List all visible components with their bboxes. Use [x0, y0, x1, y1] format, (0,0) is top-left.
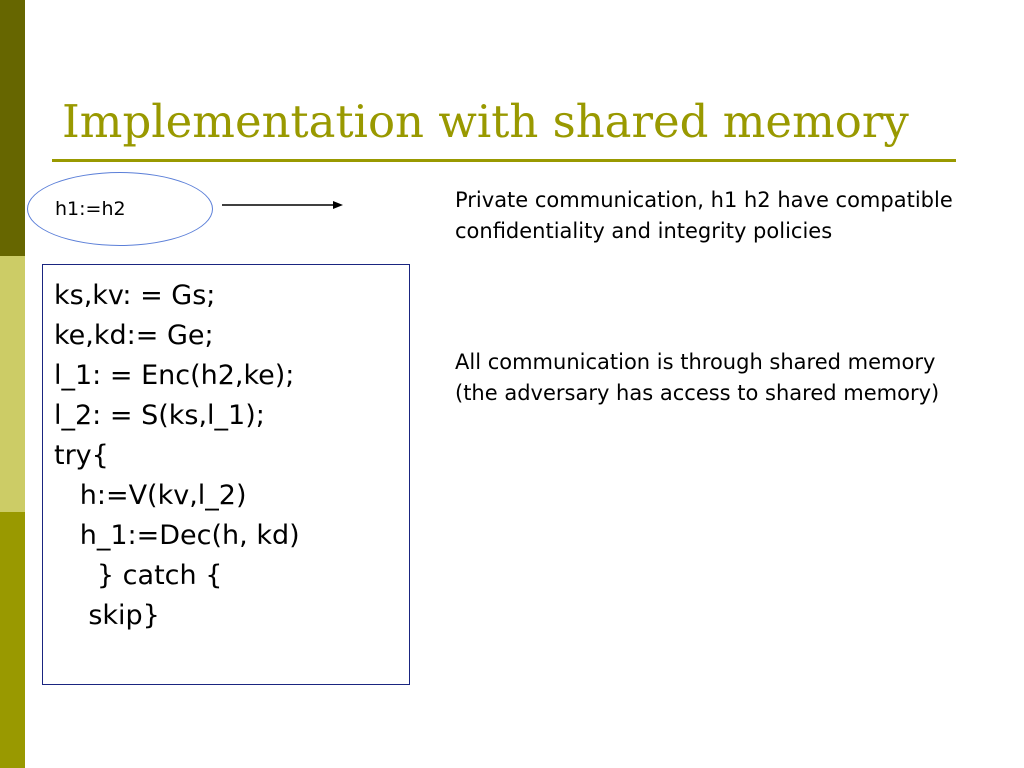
code-box: [42, 264, 410, 685]
sidebar-band-top: [0, 0, 25, 256]
code-line: ks,kv: = Gs;: [54, 280, 216, 311]
sidebar-band-middle: [0, 256, 25, 512]
note-shared-memory: All communication is through shared memo…: [455, 350, 940, 405]
sidebar-band-bottom: [0, 512, 25, 768]
code-line: ke,kd:= Ge;: [54, 320, 214, 351]
code-line: h:=V(kv,l_2): [54, 480, 247, 511]
code-line: skip}: [54, 600, 160, 631]
code-line: l_2: = S(ks,l_1);: [54, 400, 265, 431]
code-line: h_1:=Dec(h, kd): [54, 520, 300, 551]
title-underline: [52, 159, 956, 162]
code-line: l_1: = Enc(h2,ke);: [54, 360, 295, 391]
right-arrow-icon: [222, 201, 343, 209]
code-line: try{: [54, 440, 109, 471]
note-private-communication: Private communication, h1 h2 have compat…: [455, 188, 953, 243]
assignment-ellipse: [27, 172, 213, 246]
code-line: } catch {: [54, 560, 223, 591]
slide-title: Implementation with shared memory: [62, 95, 909, 148]
ellipse-label: h1:=h2: [55, 198, 126, 220]
